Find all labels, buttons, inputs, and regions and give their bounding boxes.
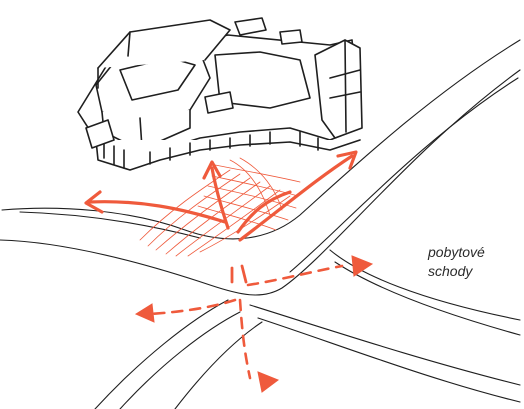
road-edge-upper-2 bbox=[20, 212, 200, 238]
cross-road-right-a bbox=[250, 305, 520, 385]
arrow-west bbox=[90, 202, 225, 222]
arrowheads bbox=[136, 256, 372, 392]
crossing-markers bbox=[232, 266, 246, 282]
annotation-label: pobytové schody bbox=[428, 243, 520, 281]
dash-west bbox=[150, 300, 235, 314]
arrowhead-west bbox=[136, 304, 154, 322]
building-sketch bbox=[78, 18, 362, 170]
cross-road-left-a bbox=[95, 300, 228, 409]
cross-road-mid bbox=[175, 322, 262, 409]
arrowhead-east bbox=[352, 256, 372, 276]
dash-south bbox=[240, 300, 250, 378]
cross-road-left-b bbox=[120, 312, 240, 409]
cross-road-right-b bbox=[258, 318, 520, 402]
arrowhead-south bbox=[258, 372, 278, 392]
annotation-line-1: pobytové bbox=[428, 243, 520, 262]
dash-east bbox=[248, 266, 342, 285]
arrow-north-east bbox=[240, 156, 352, 240]
annotation-line-2: schody bbox=[428, 262, 520, 281]
